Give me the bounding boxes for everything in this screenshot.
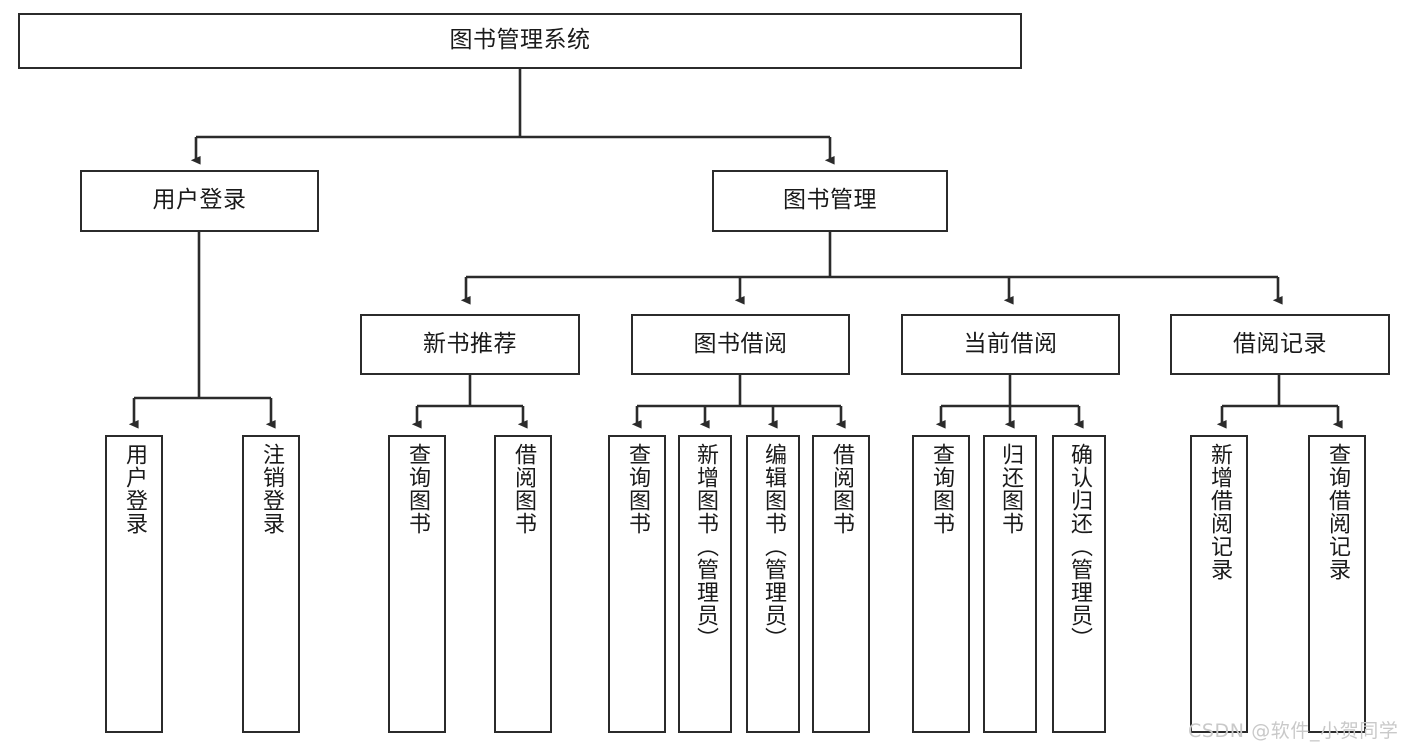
node-new-book-recommend[interactable]: 新书推荐 xyxy=(360,314,580,375)
csdn-watermark: CSDN @软件_小贺同学 xyxy=(1188,720,1399,742)
node-label: 确认归还（管理员） xyxy=(1066,443,1092,650)
node-label: 当前借阅 xyxy=(963,330,1058,357)
leaf-query-book-borrow[interactable]: 查询图书 xyxy=(608,435,666,733)
node-label: 新增图书（管理员） xyxy=(692,443,718,650)
leaf-confirm-return[interactable]: 确认归还（管理员） xyxy=(1052,435,1106,733)
node-label: 查询图书 xyxy=(404,443,430,535)
node-label: 图书管理 xyxy=(783,187,877,214)
node-label: 图书管理系统 xyxy=(449,27,591,54)
node-label: 编辑图书（管理员） xyxy=(760,443,786,650)
node-label: 新书推荐 xyxy=(423,330,517,357)
node-label: 查询图书 xyxy=(928,443,954,535)
leaf-edit-book[interactable]: 编辑图书（管理员） xyxy=(746,435,800,733)
leaf-borrow-book[interactable]: 借阅图书 xyxy=(812,435,870,733)
leaf-borrow-book-recommend[interactable]: 借阅图书 xyxy=(494,435,552,733)
leaf-query-borrow-record[interactable]: 查询借阅记录 xyxy=(1308,435,1366,733)
leaf-return-book[interactable]: 归还图书 xyxy=(983,435,1037,733)
node-borrow-record[interactable]: 借阅记录 xyxy=(1170,314,1390,375)
node-label: 注销登录 xyxy=(258,443,284,535)
node-label: 查询图书 xyxy=(624,443,650,535)
leaf-user-logout[interactable]: 注销登录 xyxy=(242,435,300,733)
leaf-add-borrow-record[interactable]: 新增借阅记录 xyxy=(1190,435,1248,733)
node-root-system[interactable]: 图书管理系统 xyxy=(18,13,1022,69)
node-label: 新增借阅记录 xyxy=(1206,443,1232,581)
leaf-user-login[interactable]: 用户登录 xyxy=(105,435,163,733)
node-label: 用户登录 xyxy=(121,443,147,535)
node-book-borrow[interactable]: 图书借阅 xyxy=(631,314,850,375)
node-label: 归还图书 xyxy=(997,443,1023,535)
node-label: 借阅记录 xyxy=(1233,330,1327,357)
node-book-management[interactable]: 图书管理 xyxy=(712,170,948,232)
node-label: 借阅图书 xyxy=(510,443,536,535)
leaf-add-book[interactable]: 新增图书（管理员） xyxy=(678,435,732,733)
node-label: 查询借阅记录 xyxy=(1324,443,1350,581)
node-user-login[interactable]: 用户登录 xyxy=(80,170,319,232)
node-label: 借阅图书 xyxy=(828,443,854,535)
node-label: 用户登录 xyxy=(152,187,247,214)
leaf-query-book-current[interactable]: 查询图书 xyxy=(912,435,970,733)
node-current-borrow[interactable]: 当前借阅 xyxy=(901,314,1120,375)
leaf-query-book-recommend[interactable]: 查询图书 xyxy=(388,435,446,733)
node-label: 图书借阅 xyxy=(693,330,788,357)
